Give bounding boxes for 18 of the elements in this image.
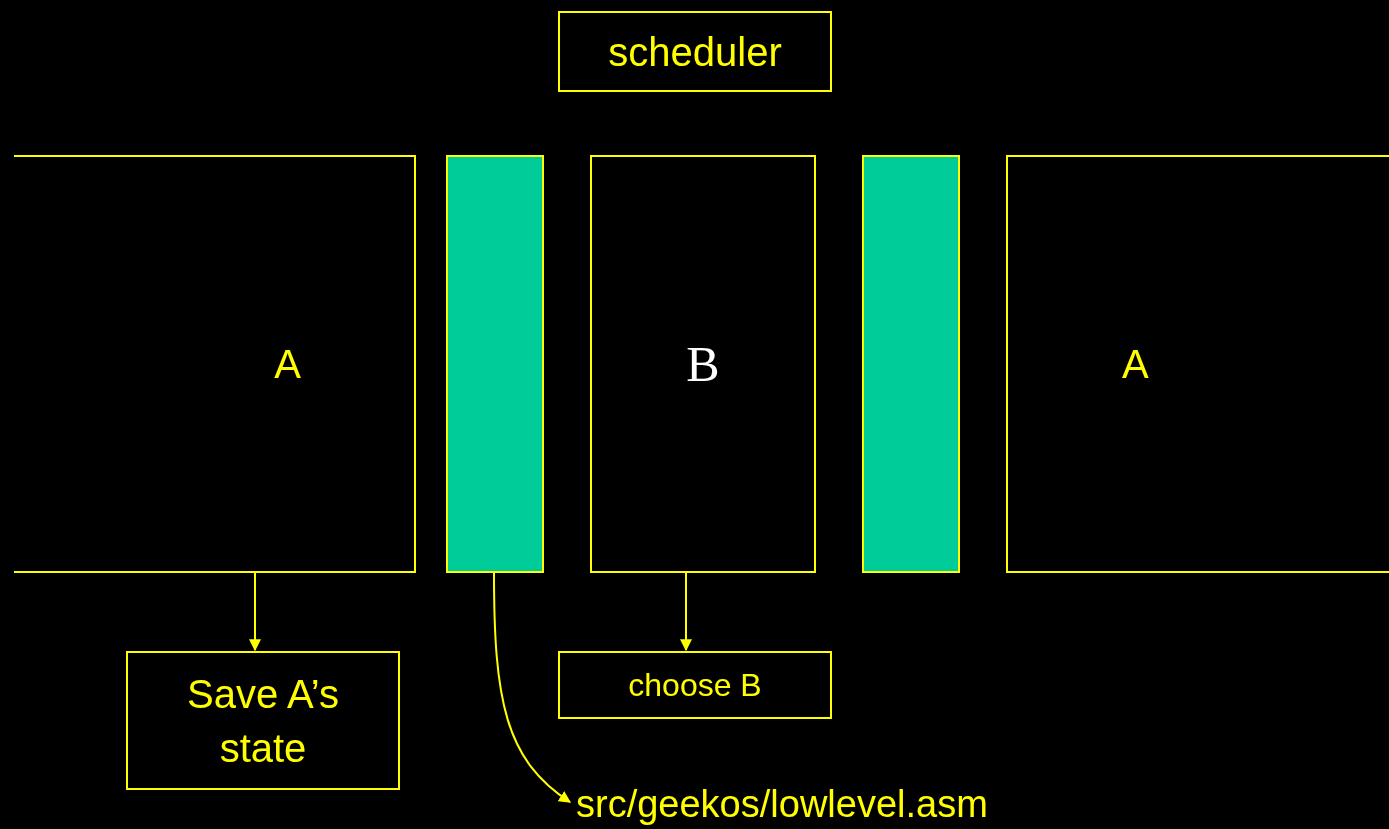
arrow [680,572,692,652]
node-label: A [274,341,301,388]
node-label: choose B [628,666,762,705]
node-label: A [1122,341,1149,388]
process-box [558,651,832,719]
process-box [590,155,816,573]
node-label: scheduler [608,28,782,76]
process-box [126,651,400,790]
arrow [493,572,571,803]
process-box [1006,155,1389,573]
context-switch-bar [862,155,960,573]
node-label: B [686,334,720,394]
arrow [249,572,261,652]
node-label: Save A’s state [186,670,340,772]
context-switch-bar [446,155,544,573]
process-box [558,11,832,92]
node-label: src/geekos/lowlevel.asm [576,781,988,827]
process-box [14,155,416,573]
